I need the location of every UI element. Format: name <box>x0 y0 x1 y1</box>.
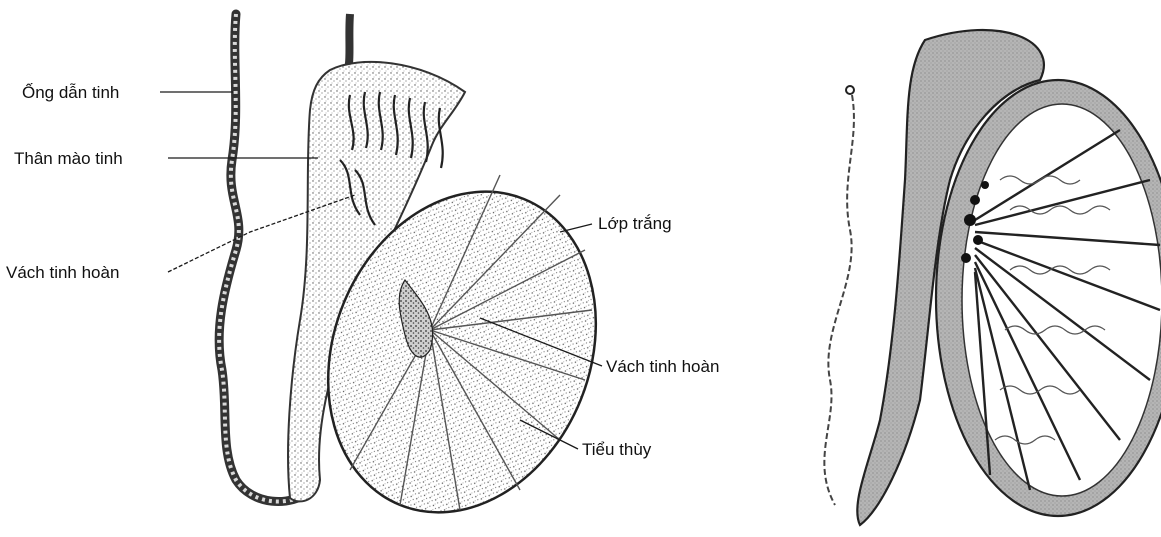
right-vas-deferens <box>824 95 854 505</box>
label-ong-dan-tinh: Ống dẫn tinh <box>22 84 119 101</box>
label-lop-trang: Lớp trắng <box>598 215 672 232</box>
right-vas-end <box>846 86 854 94</box>
right-testis-figure <box>824 30 1161 525</box>
label-vach-tinh-hoan-left: Vách tinh hoàn <box>6 264 119 281</box>
label-than-mao-tinh: Thân mào tinh <box>14 150 123 167</box>
label-tieu-thuy: Tiểu thùy <box>582 441 651 458</box>
label-vach-tinh-hoan-right: Vách tinh hoàn <box>606 358 719 375</box>
left-testis-figure <box>219 14 642 532</box>
